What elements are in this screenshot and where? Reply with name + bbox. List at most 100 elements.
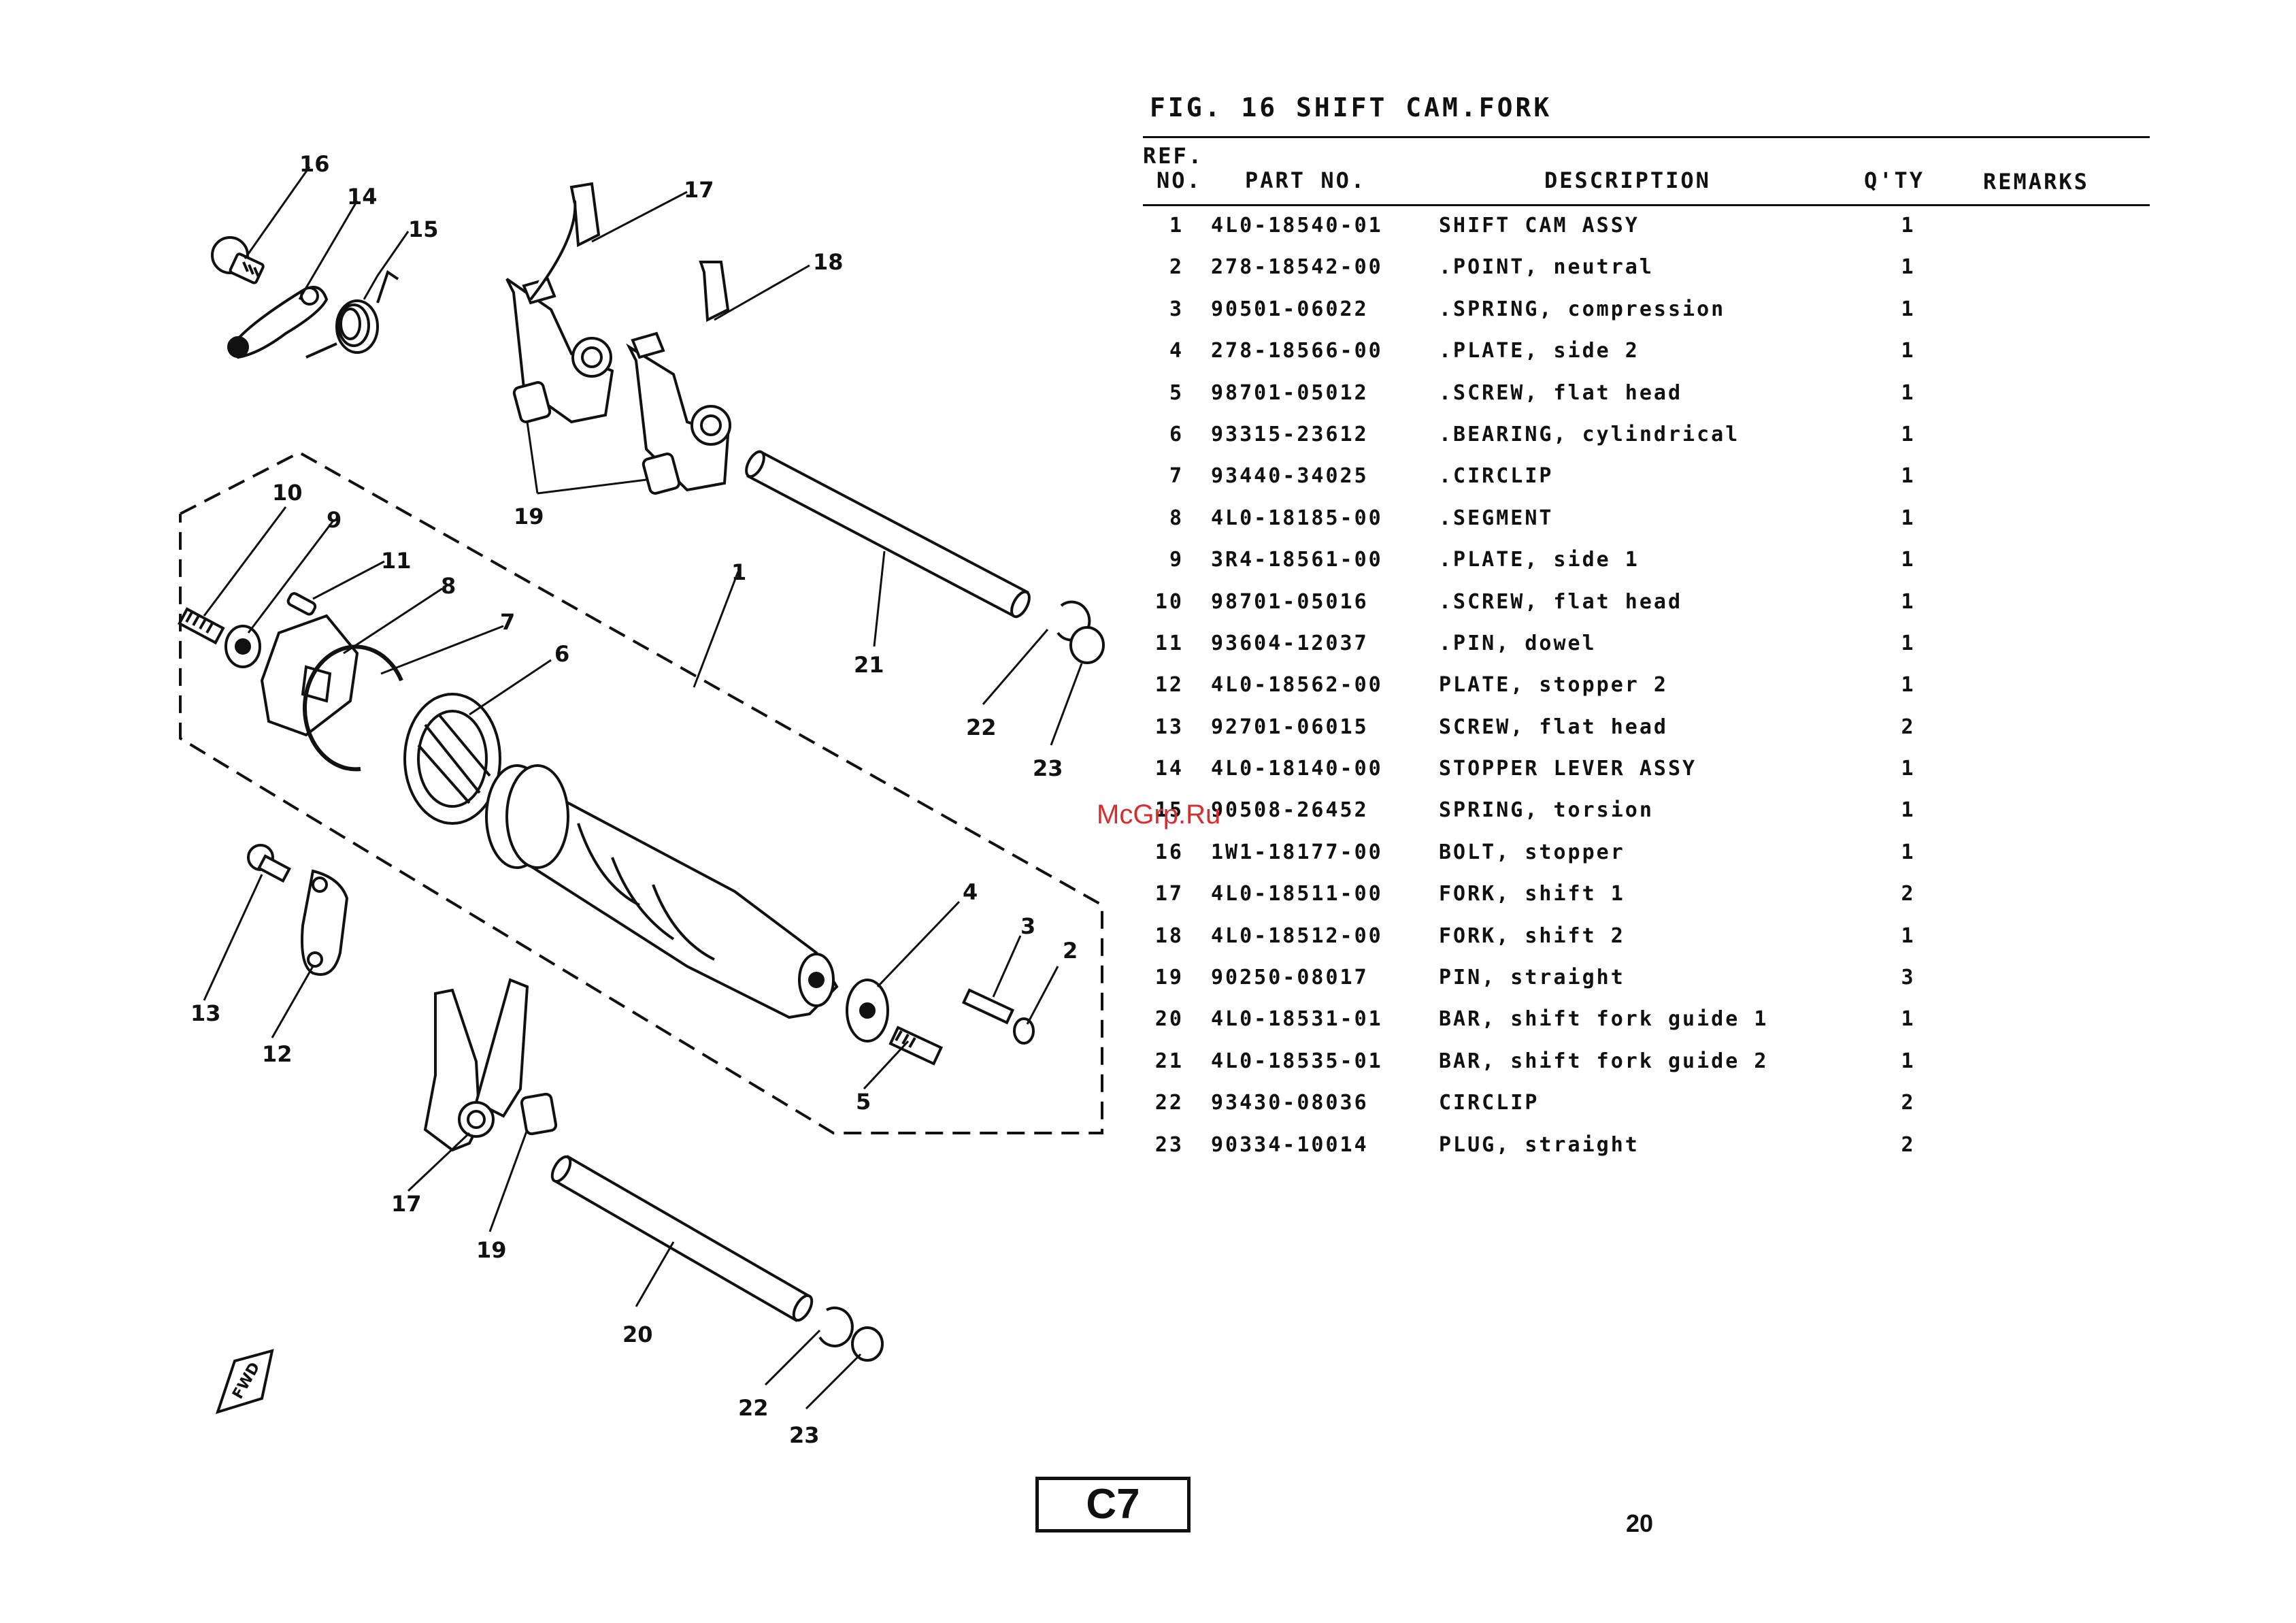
table-row: 17 4L0-18511-00 FORK, shift 1 2 — [1143, 876, 2150, 918]
part-6-bearing — [403, 693, 501, 825]
callout-3: 3 — [1020, 913, 1035, 939]
callout-5: 5 — [856, 1089, 871, 1115]
description-cell: .SEGMENT — [1439, 506, 1554, 530]
part-no-cell: 93440-34025 — [1211, 464, 1369, 489]
qty-cell: 1 — [1901, 798, 1916, 823]
qty-cell: 1 — [1901, 589, 1916, 614]
ref-cell: 10 — [1154, 589, 1184, 614]
ref-cell: 17 — [1154, 882, 1184, 906]
part-17-shift-fork-lower — [423, 978, 529, 1152]
qty-cell: 1 — [1901, 631, 1916, 655]
part-no-cell: 98701-05016 — [1211, 589, 1369, 614]
ref-cell: 20 — [1154, 1007, 1184, 1032]
callout-6: 6 — [554, 641, 569, 667]
callout-23b: 23 — [789, 1422, 820, 1448]
callout-1: 1 — [731, 559, 746, 585]
header-ref: REF. — [1143, 143, 1204, 169]
description-cell: SPRING, torsion — [1439, 798, 1654, 823]
description-cell: .SCREW, flat head — [1439, 380, 1683, 405]
ref-cell: 4 — [1169, 339, 1184, 363]
callout-8: 8 — [441, 573, 456, 599]
description-cell: FORK, shift 1 — [1439, 882, 1625, 906]
ref-cell: 14 — [1154, 757, 1184, 781]
ref-cell: 9 — [1169, 548, 1184, 572]
ref-cell: 5 — [1169, 380, 1184, 405]
qty-cell: 1 — [1901, 255, 1916, 280]
table-top-rule — [1143, 136, 2150, 138]
part-15-torsion-spring — [305, 269, 399, 359]
qty-cell: 1 — [1901, 380, 1916, 405]
part-7-circlip — [302, 644, 403, 772]
part-1-shift-cam — [485, 764, 839, 1019]
part-no-cell: 1W1-18177-00 — [1211, 840, 1383, 864]
description-cell: .POINT, neutral — [1439, 255, 1654, 280]
ref-cell: 12 — [1154, 673, 1184, 698]
part-no-cell: 4L0-18511-00 — [1211, 882, 1383, 906]
part-3-spring — [961, 988, 1015, 1025]
ref-cell: 8 — [1169, 506, 1184, 530]
qty-cell: 2 — [1901, 882, 1916, 906]
part-no-cell: 4L0-18531-01 — [1211, 1007, 1383, 1032]
callout-10: 10 — [272, 480, 303, 506]
part-no-cell: 92701-06015 — [1211, 715, 1369, 739]
ref-cell: 21 — [1154, 1049, 1184, 1073]
ref-cell: 2 — [1169, 255, 1184, 280]
description-cell: BAR, shift fork guide 2 — [1439, 1049, 1769, 1073]
qty-cell: 1 — [1901, 214, 1916, 237]
part-5-screw — [888, 1026, 944, 1066]
ref-cell: 3 — [1169, 297, 1184, 321]
header-qty: Q'TY — [1864, 167, 1925, 193]
callout-9: 9 — [327, 507, 342, 533]
part-2-neutral-point — [1013, 1017, 1035, 1045]
qty-cell: 1 — [1901, 339, 1916, 363]
callout-12: 12 — [262, 1041, 293, 1067]
section-badge: C7 — [1035, 1477, 1191, 1532]
part-22-circlip-upper — [1057, 600, 1091, 642]
callout-22b: 22 — [738, 1395, 769, 1421]
assembly-boundary — [179, 450, 1103, 1134]
qty-cell: 2 — [1901, 1132, 1916, 1157]
callout-19b: 19 — [476, 1237, 507, 1263]
description-cell: STOPPER LEVER ASSY — [1439, 757, 1697, 781]
part-14-stopper-lever — [227, 286, 329, 359]
part-no-cell: 4L0-18185-00 — [1211, 506, 1383, 530]
part-20-guide-bar — [550, 1155, 814, 1322]
description-cell: .PIN, dowel — [1439, 631, 1597, 655]
ref-cell: 11 — [1154, 631, 1184, 655]
description-cell: BAR, shift fork guide 1 — [1439, 1007, 1769, 1032]
ref-cell: 19 — [1154, 966, 1184, 990]
ref-cell: 6 — [1169, 422, 1184, 446]
callout-13: 13 — [190, 1000, 221, 1026]
part-no-cell: 93604-12037 — [1211, 631, 1369, 655]
part-4-side-plate — [846, 979, 889, 1043]
ref-cell: 18 — [1154, 923, 1184, 948]
table-row: 11 93604-12037 .PIN, dowel 1 — [1143, 626, 2150, 668]
description-cell: CIRCLIP — [1439, 1091, 1540, 1115]
part-no-cell: 3R4-18561-00 — [1211, 548, 1383, 572]
description-cell: FORK, shift 2 — [1439, 923, 1625, 948]
description-cell: PIN, straight — [1439, 966, 1625, 990]
qty-cell: 1 — [1901, 548, 1916, 572]
qty-cell: 1 — [1901, 1049, 1916, 1073]
header-remarks: REMARKS — [1983, 169, 2089, 195]
part-22-circlip-lower — [818, 1306, 854, 1347]
part-8-segment — [260, 614, 359, 737]
callout-18: 18 — [813, 249, 844, 275]
ref-cell: 1 — [1169, 214, 1184, 237]
part-10-screw — [178, 607, 225, 645]
callout-22: 22 — [966, 715, 997, 740]
